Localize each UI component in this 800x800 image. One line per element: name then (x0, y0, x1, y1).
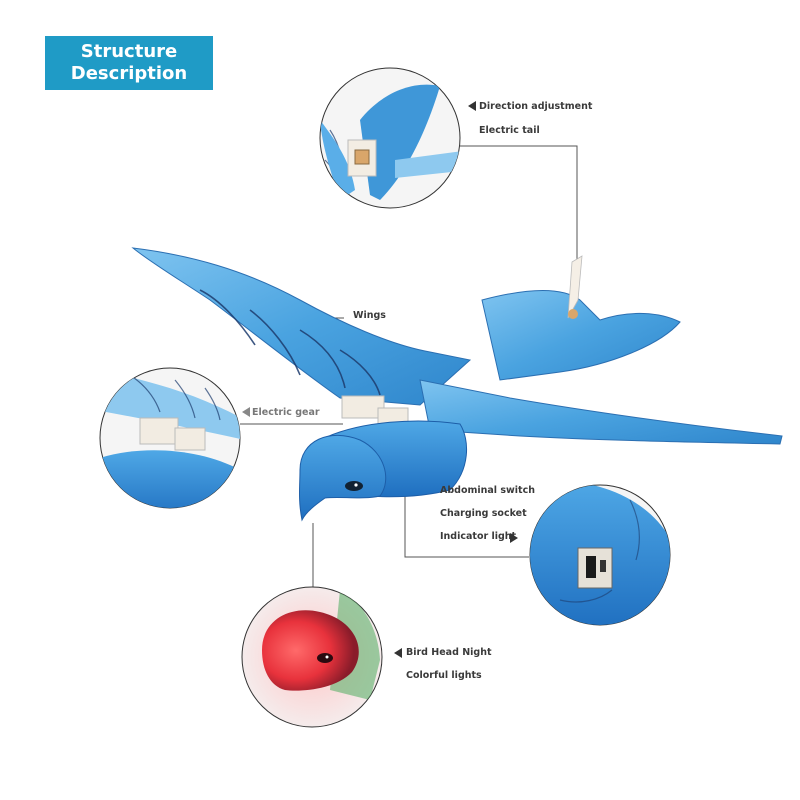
direction-marker (468, 101, 476, 111)
abdominal-switch-label: Abdominal switch (440, 485, 535, 496)
electric-gear-label: Electric gear (252, 407, 320, 418)
gear-housing (341, 395, 385, 419)
structure-description-badge: Structure Description (45, 36, 213, 90)
colorful-lights-label: Colorful lights (406, 670, 482, 681)
abdominal-connector (404, 488, 529, 558)
right-wing (419, 379, 783, 445)
bird-illustration (131, 247, 783, 522)
red-head (262, 610, 359, 691)
tail-motor (568, 309, 578, 319)
tail (481, 290, 681, 381)
bird-head-marker (394, 648, 402, 658)
gear-detail-circle (99, 367, 241, 509)
bird-head (299, 435, 387, 522)
connector-lines (240, 145, 578, 590)
indicator-marker (510, 533, 518, 543)
wings-label: Wings (353, 310, 386, 321)
abdominal-detail-circle (529, 484, 671, 626)
tail-connector (460, 145, 578, 262)
indicator-light-label: Indicator light (440, 531, 517, 542)
tail-detail-circle (319, 67, 461, 209)
badge-line-1: Structure (80, 41, 178, 62)
head-light-circle (241, 586, 383, 728)
tail-rudder (567, 255, 583, 319)
direction-adjustment-label: Direction adjustment (479, 101, 593, 112)
charging-socket-label: Charging socket (440, 508, 527, 519)
electric-tail-label: Electric tail (479, 125, 540, 136)
left-wing (131, 247, 472, 406)
bird-head-night-label: Bird Head Night (406, 647, 492, 658)
gear-marker (242, 407, 250, 417)
bird-eye (345, 481, 363, 491)
badge-line-2: Description (70, 63, 188, 84)
